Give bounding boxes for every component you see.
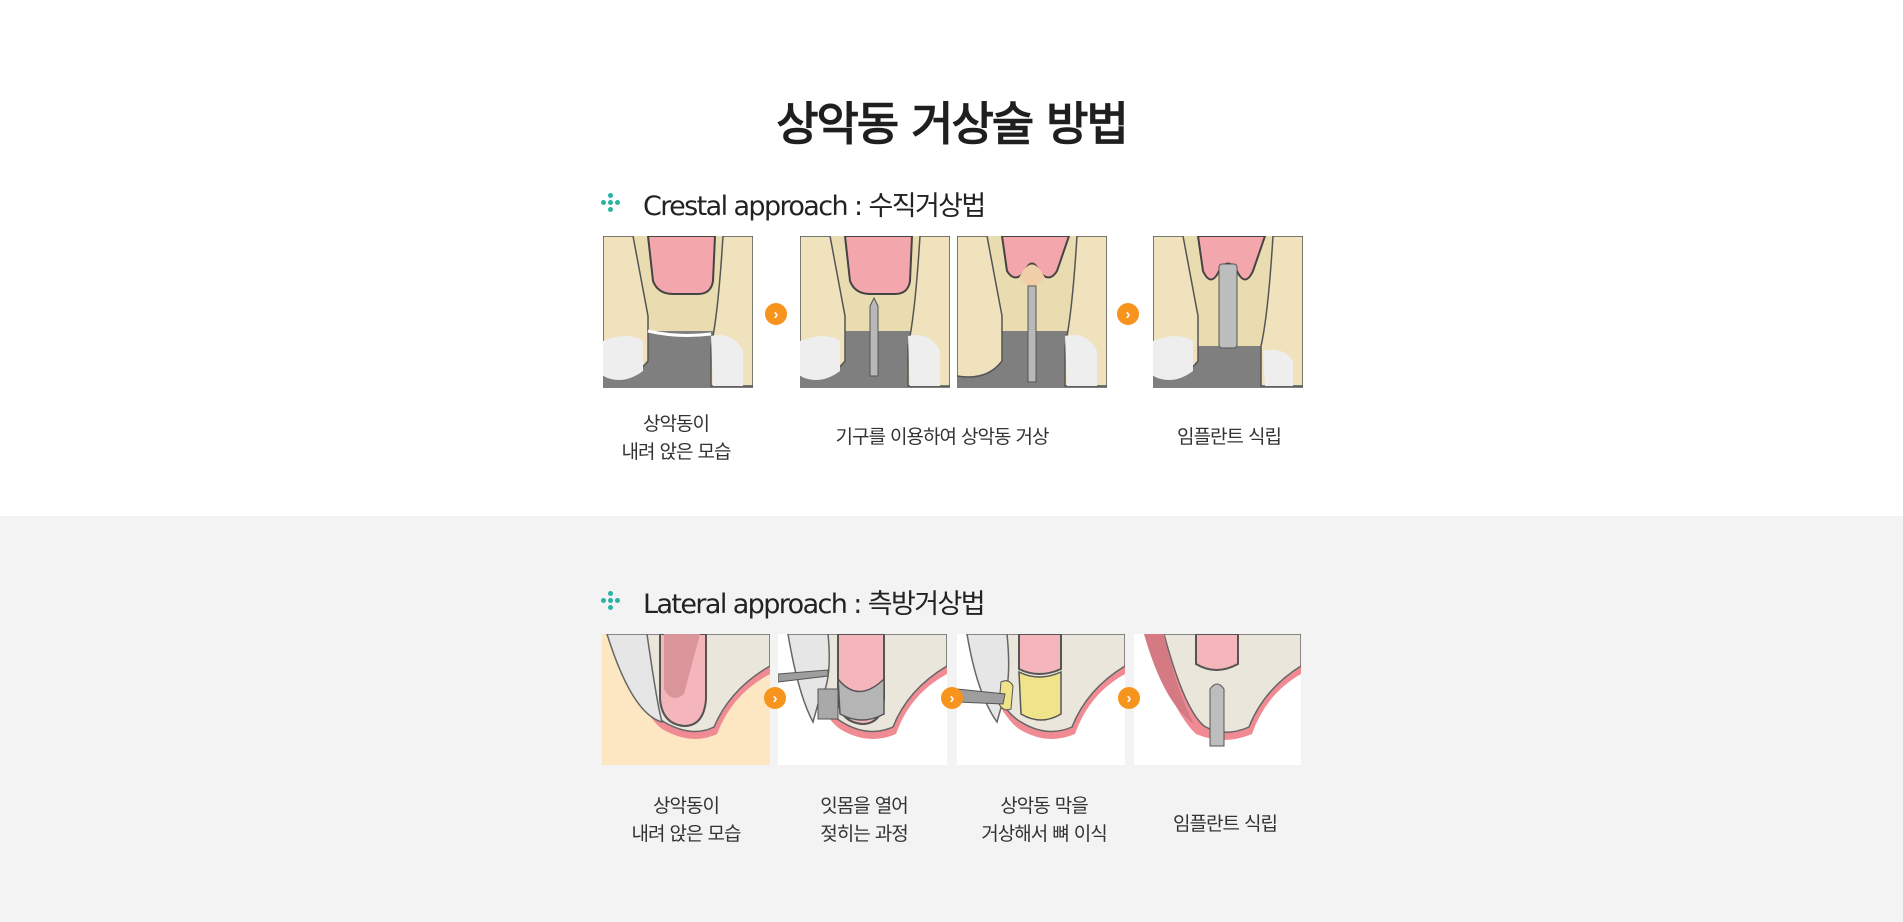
chevron-right-icon: ›: [1117, 303, 1139, 325]
drill-instrument-illustration: [800, 236, 950, 388]
caption-crestal-step-2: 기구를 이용하여 상악동 거상: [835, 423, 1050, 451]
caption-line: 상악동이: [653, 795, 720, 817]
caption-line: 상악동이: [643, 413, 710, 435]
caption-lateral-step-1: 상악동이 내려 앉은 모습: [631, 792, 742, 848]
lateral-heading: Lateral approach : 측방거상법: [600, 583, 986, 620]
caption-line: 거상해서 뼈 이식: [981, 823, 1107, 845]
bone-graft-illustration: [957, 634, 1125, 765]
caption-line: 젖히는 과정: [820, 823, 908, 845]
caption-lateral-step-3: 상악동 막을 거상해서 뼈 이식: [981, 792, 1107, 848]
crestal-heading: Crestal approach : 수직거상법: [600, 185, 986, 222]
chevron-right-icon: ›: [764, 687, 786, 709]
chevron-right-icon: ›: [1118, 687, 1140, 709]
sinus-lowered-illustration: [602, 634, 770, 765]
chevron-right-icon: ›: [765, 303, 787, 325]
caption-line: 내려 앉은 모습: [631, 823, 742, 845]
four-dot-cross-icon: [600, 192, 622, 214]
caption-line: 잇몸을 열어: [820, 795, 908, 817]
caption-line: 내려 앉은 모습: [621, 441, 732, 463]
caption-line: 상악동 막을: [1000, 795, 1088, 817]
implant-placed-illustration: [1153, 236, 1303, 388]
page-title: 상악동 거상술 방법: [776, 97, 1129, 151]
bottom-section-background: [0, 516, 1903, 922]
caption-crestal-step-3: 임플란트 식립: [1177, 423, 1282, 451]
crestal-heading-text: Crestal approach : 수직거상법: [643, 190, 986, 222]
four-dot-cross-icon: [600, 590, 622, 612]
caption-line: 기구를 이용하여 상악동 거상: [835, 426, 1050, 448]
caption-lateral-step-2: 잇몸을 열어 젖히는 과정: [820, 792, 908, 848]
caption-line: 임플란트 식립: [1173, 813, 1278, 835]
implant-placed-illustration: [1134, 634, 1301, 765]
osteotome-lift-illustration: [957, 236, 1107, 388]
caption-lateral-step-4: 임플란트 식립: [1173, 810, 1278, 838]
top-section-background: [0, 0, 1903, 516]
lateral-heading-text: Lateral approach : 측방거상법: [643, 588, 986, 620]
chevron-right-icon: ›: [941, 687, 963, 709]
caption-line: 임플란트 식립: [1177, 426, 1282, 448]
gum-opening-illustration: [778, 634, 947, 765]
caption-crestal-step-1: 상악동이 내려 앉은 모습: [621, 410, 732, 466]
sinus-lowered-illustration: [603, 236, 753, 388]
